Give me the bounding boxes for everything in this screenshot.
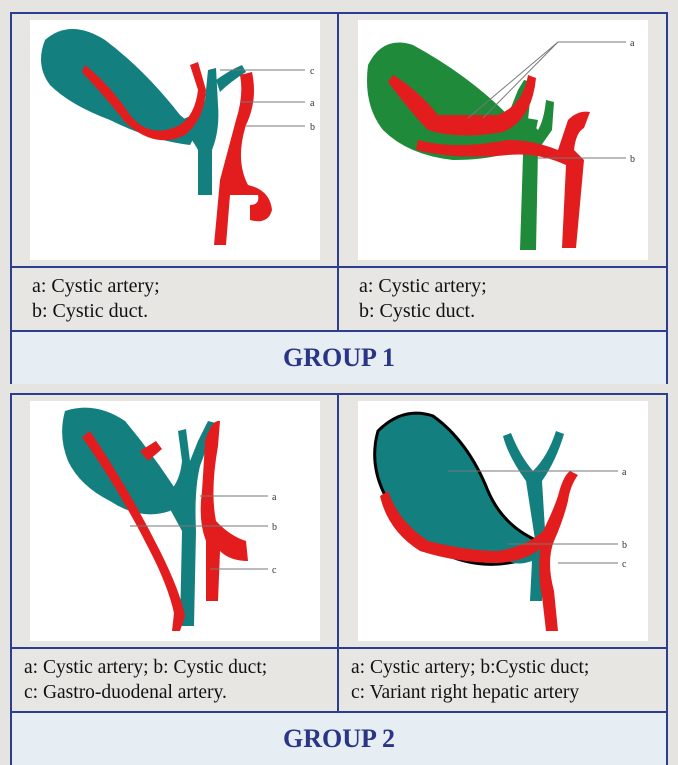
figure-cell-3: a b c a: Cystic artery; b: Cystic duct; … [12, 395, 339, 711]
figure-cell-4: a b c a: Cystic artery; b:Cystic duct; c… [339, 395, 666, 711]
figure-cell-1: c a b a: Cystic artery; b: Cystic duct. [12, 14, 339, 330]
marker-a: a [310, 98, 315, 109]
marker-c: c [622, 559, 627, 570]
caption-line: c: Variant right hepatic artery [351, 680, 656, 705]
marker-a: a [622, 467, 627, 478]
group-label: GROUP 2 [12, 711, 666, 765]
hepatic-artery [214, 72, 272, 245]
figure-cell-2: a b a: Cystic artery; b: Cystic duct. [339, 14, 666, 330]
marker-b: b [622, 540, 627, 551]
gallbladder-diagram-2: a b [358, 20, 648, 260]
caption-line: b: Cystic duct. [32, 299, 327, 324]
marker-c: c [310, 66, 315, 77]
marker-a: a [272, 492, 277, 503]
gallbladder-shape [374, 413, 537, 564]
marker-c: c [272, 565, 277, 576]
anatomy-illustration-3: a b c [12, 395, 337, 649]
group-label: GROUP 1 [12, 330, 666, 384]
anatomy-illustration-4: a b c [339, 395, 666, 649]
marker-a: a [630, 38, 635, 49]
caption-line: a: Cystic artery; b: Cystic duct; [24, 655, 327, 680]
anatomy-illustration-1: c a b [12, 14, 337, 268]
caption-line: a: Cystic artery; [32, 274, 327, 299]
marker-b: b [272, 522, 277, 533]
gallbladder-diagram-3: a b c [30, 401, 320, 641]
hepatic-artery [200, 421, 247, 601]
figure-caption-2: a: Cystic artery; b: Cystic duct. [339, 268, 666, 330]
caption-line: a: Cystic artery; [359, 274, 656, 299]
figure-caption-3: a: Cystic artery; b: Cystic duct; c: Gas… [12, 649, 337, 711]
gallbladder-diagram-1: c a b [30, 20, 320, 260]
caption-line: b: Cystic duct. [359, 299, 656, 324]
group-2-panel: a b c a: Cystic artery; b: Cystic duct; … [10, 393, 668, 765]
anatomy-illustration-2: a b [339, 14, 666, 268]
group-1-panel: c a b a: Cystic artery; b: Cystic duct. [10, 12, 668, 384]
figure-caption-1: a: Cystic artery; b: Cystic duct. [12, 268, 337, 330]
marker-b: b [310, 122, 315, 133]
caption-line: c: Gastro-duodenal artery. [24, 680, 327, 705]
gallbladder-shape [62, 408, 180, 515]
marker-b: b [630, 154, 635, 165]
right-hepatic-artery [539, 471, 578, 631]
figure-caption-4: a: Cystic artery; b:Cystic duct; c: Vari… [339, 649, 666, 711]
gallbladder-diagram-4: a b c [358, 401, 648, 641]
caption-line: a: Cystic artery; b:Cystic duct; [351, 655, 656, 680]
